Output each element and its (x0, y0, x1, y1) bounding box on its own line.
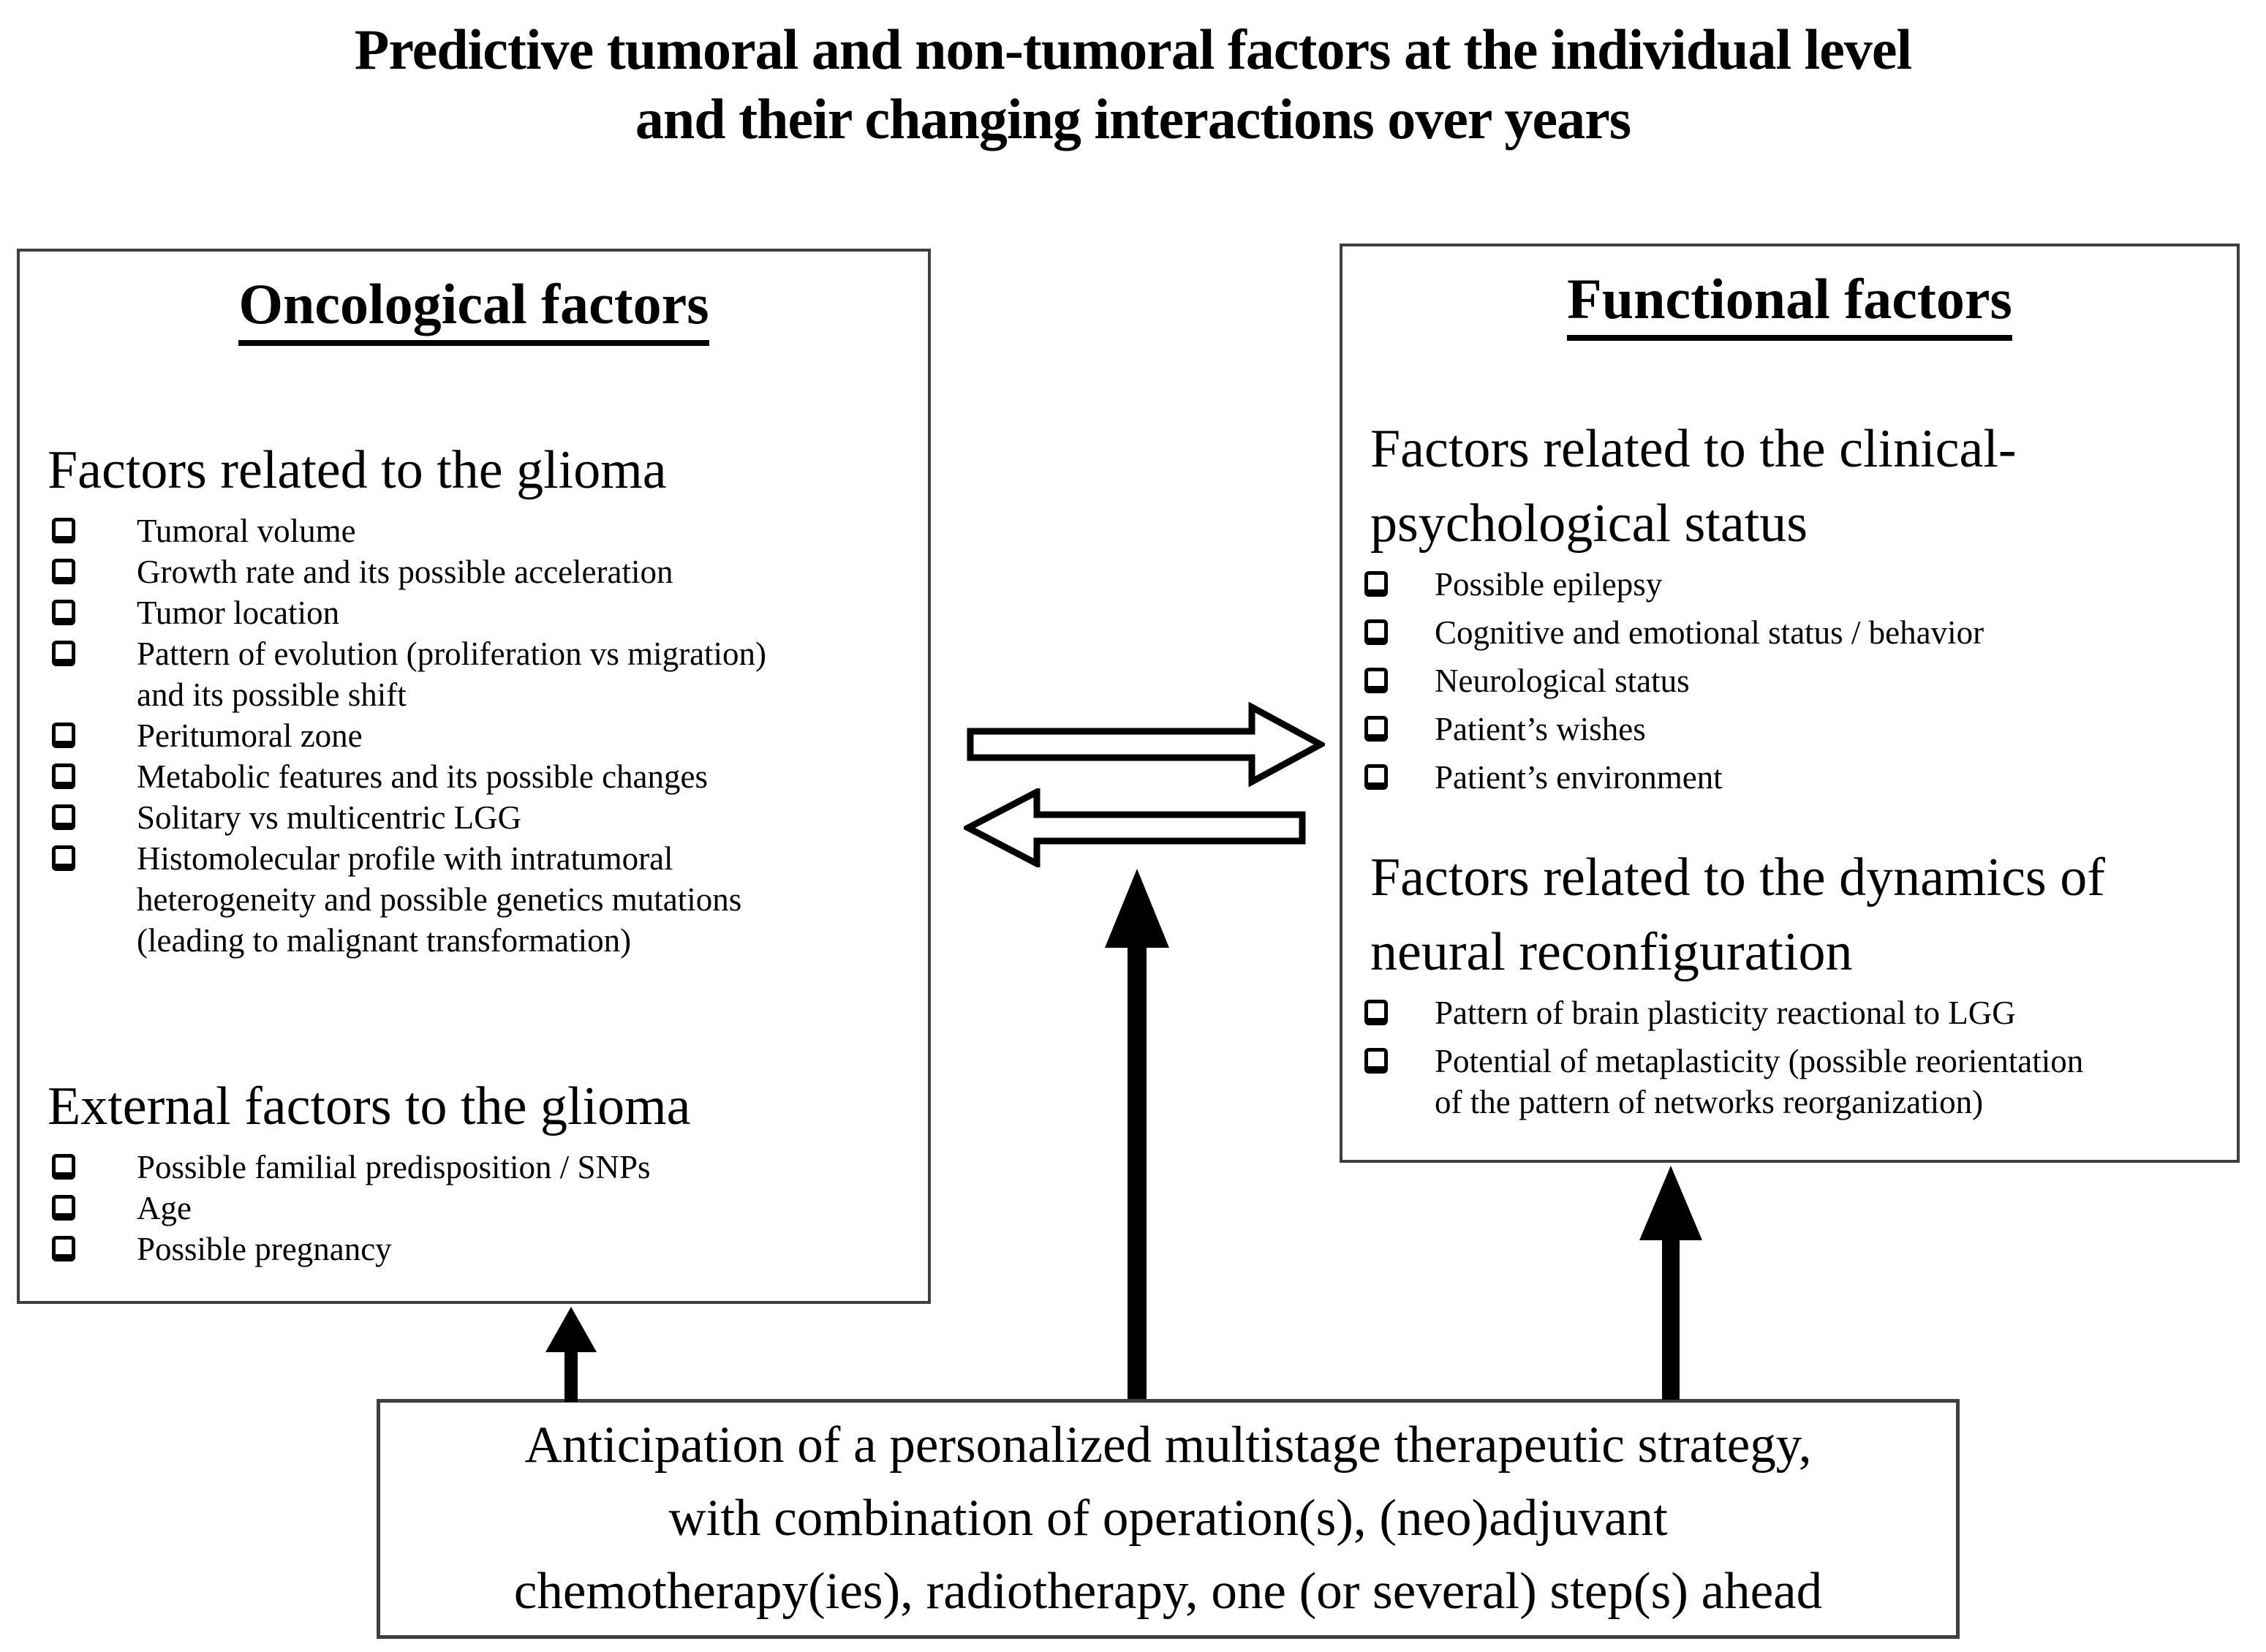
list-item-text: Patient’s environment (1435, 759, 1723, 796)
checkbox-icon (1364, 716, 1388, 742)
list-item: Histomolecular profile with intratumoral… (52, 838, 928, 961)
list-item: Peritumoral zone (52, 715, 928, 756)
checkbox-icon (52, 763, 75, 789)
list-item: Patient’s environment (1364, 757, 2237, 798)
arrow-right-icon (967, 702, 1325, 787)
list-item-text: Pattern of evolution (proliferation vs m… (137, 635, 767, 713)
list-item-text: Neurological status (1435, 663, 1690, 699)
checkbox-icon (1364, 1000, 1388, 1025)
list-item: Possible familial predisposition / SNPs (52, 1147, 928, 1188)
checkbox-icon (1364, 619, 1388, 645)
list-item: Possible pregnancy (52, 1229, 928, 1270)
checkbox-icon (52, 641, 75, 666)
list-item-text: Possible epilepsy (1435, 566, 1663, 603)
list-item: Pattern of brain plasticity reactional t… (1364, 992, 2237, 1033)
diagram-title: Predictive tumoral and non-tumoral facto… (354, 18, 1912, 151)
neural-reconfiguration-heading: Factors related to the dynamics of neura… (1370, 848, 2105, 982)
list-item-text: Possible pregnancy (137, 1231, 392, 1267)
list-item-text: Metabolic features and its possible chan… (137, 758, 709, 795)
strategy-box: Anticipation of a personalized multistag… (377, 1399, 1960, 1639)
list-item: Solitary vs multicentric LGG (52, 797, 928, 838)
list-item-text: Histomolecular profile with intratumoral… (137, 840, 742, 959)
list-item: Pattern of evolution (proliferation vs m… (52, 633, 928, 715)
checkbox-icon (52, 1154, 75, 1180)
list-item: Neurological status (1364, 660, 2237, 701)
checkbox-icon (1364, 668, 1388, 693)
checkbox-icon (52, 845, 75, 871)
list-item-text: Pattern of brain plasticity reactional t… (1435, 995, 2016, 1031)
list-item-text: Potential of metaplasticity (possible re… (1435, 1043, 2084, 1120)
arrow-left-icon (964, 788, 1306, 867)
list-item-text: Patient’s wishes (1435, 711, 1646, 747)
neural-reconfiguration-list: Pattern of brain plasticity reactional t… (1342, 992, 2237, 1123)
list-item: Cognitive and emotional status / behavio… (1364, 612, 2237, 653)
list-item: Patient’s wishes (1364, 709, 2237, 750)
list-item: Tumoral volume (52, 510, 928, 551)
list-item-text: Solitary vs multicentric LGG (137, 799, 522, 836)
external-factors-list: Possible familial predisposition / SNPs … (20, 1147, 928, 1270)
list-item-text: Cognitive and emotional status / behavio… (1435, 614, 1984, 651)
glioma-factors-list: Tumoral volume Growth rate and its possi… (20, 510, 928, 961)
checkbox-icon (1364, 571, 1388, 597)
clinical-psychological-list: Possible epilepsy Cognitive and emotiona… (1342, 564, 2237, 798)
list-item: Growth rate and its possible acceleratio… (52, 551, 928, 592)
checkbox-icon (52, 600, 75, 625)
arrow-up-center-icon (1105, 869, 1169, 1399)
strategy-text: Anticipation of a personalized multistag… (513, 1417, 1823, 1620)
list-item-text: Growth rate and its possible acceleratio… (137, 554, 673, 590)
list-item-text: Age (137, 1190, 192, 1226)
list-item: Possible epilepsy (1364, 564, 2237, 605)
external-factors-heading: External factors to the glioma (48, 1076, 691, 1136)
oncological-factors-heading: Oncological factors (20, 269, 928, 346)
glioma-factors-heading: Factors related to the glioma (48, 440, 667, 500)
arrow-up-left-icon (545, 1307, 597, 1402)
list-item-text: Possible familial predisposition / SNPs (137, 1149, 651, 1185)
list-item: Potential of metaplasticity (possible re… (1364, 1041, 2237, 1123)
list-item: Age (52, 1188, 928, 1229)
checkbox-icon (1364, 764, 1388, 790)
oncological-factors-box: Oncological factors Factors related to t… (17, 249, 931, 1304)
checkbox-icon (1364, 1048, 1388, 1074)
list-item-text: Tumor location (137, 595, 340, 631)
functional-factors-heading: Functional factors (1342, 264, 2237, 341)
checkbox-icon (52, 1195, 75, 1221)
list-item-text: Peritumoral zone (137, 717, 363, 754)
checkbox-icon (52, 804, 75, 830)
checkbox-icon (52, 559, 75, 584)
arrow-up-right-icon (1639, 1166, 1702, 1400)
list-item-text: Tumoral volume (137, 513, 356, 549)
list-item: Metabolic features and its possible chan… (52, 756, 928, 797)
list-item: Tumor location (52, 592, 928, 633)
checkbox-icon (52, 1236, 75, 1261)
functional-factors-box: Functional factors Factors related to th… (1340, 244, 2240, 1163)
checkbox-icon (52, 723, 75, 748)
checkbox-icon (52, 518, 75, 543)
clinical-psychological-heading: Factors related to the clinical- psychol… (1370, 419, 2017, 554)
